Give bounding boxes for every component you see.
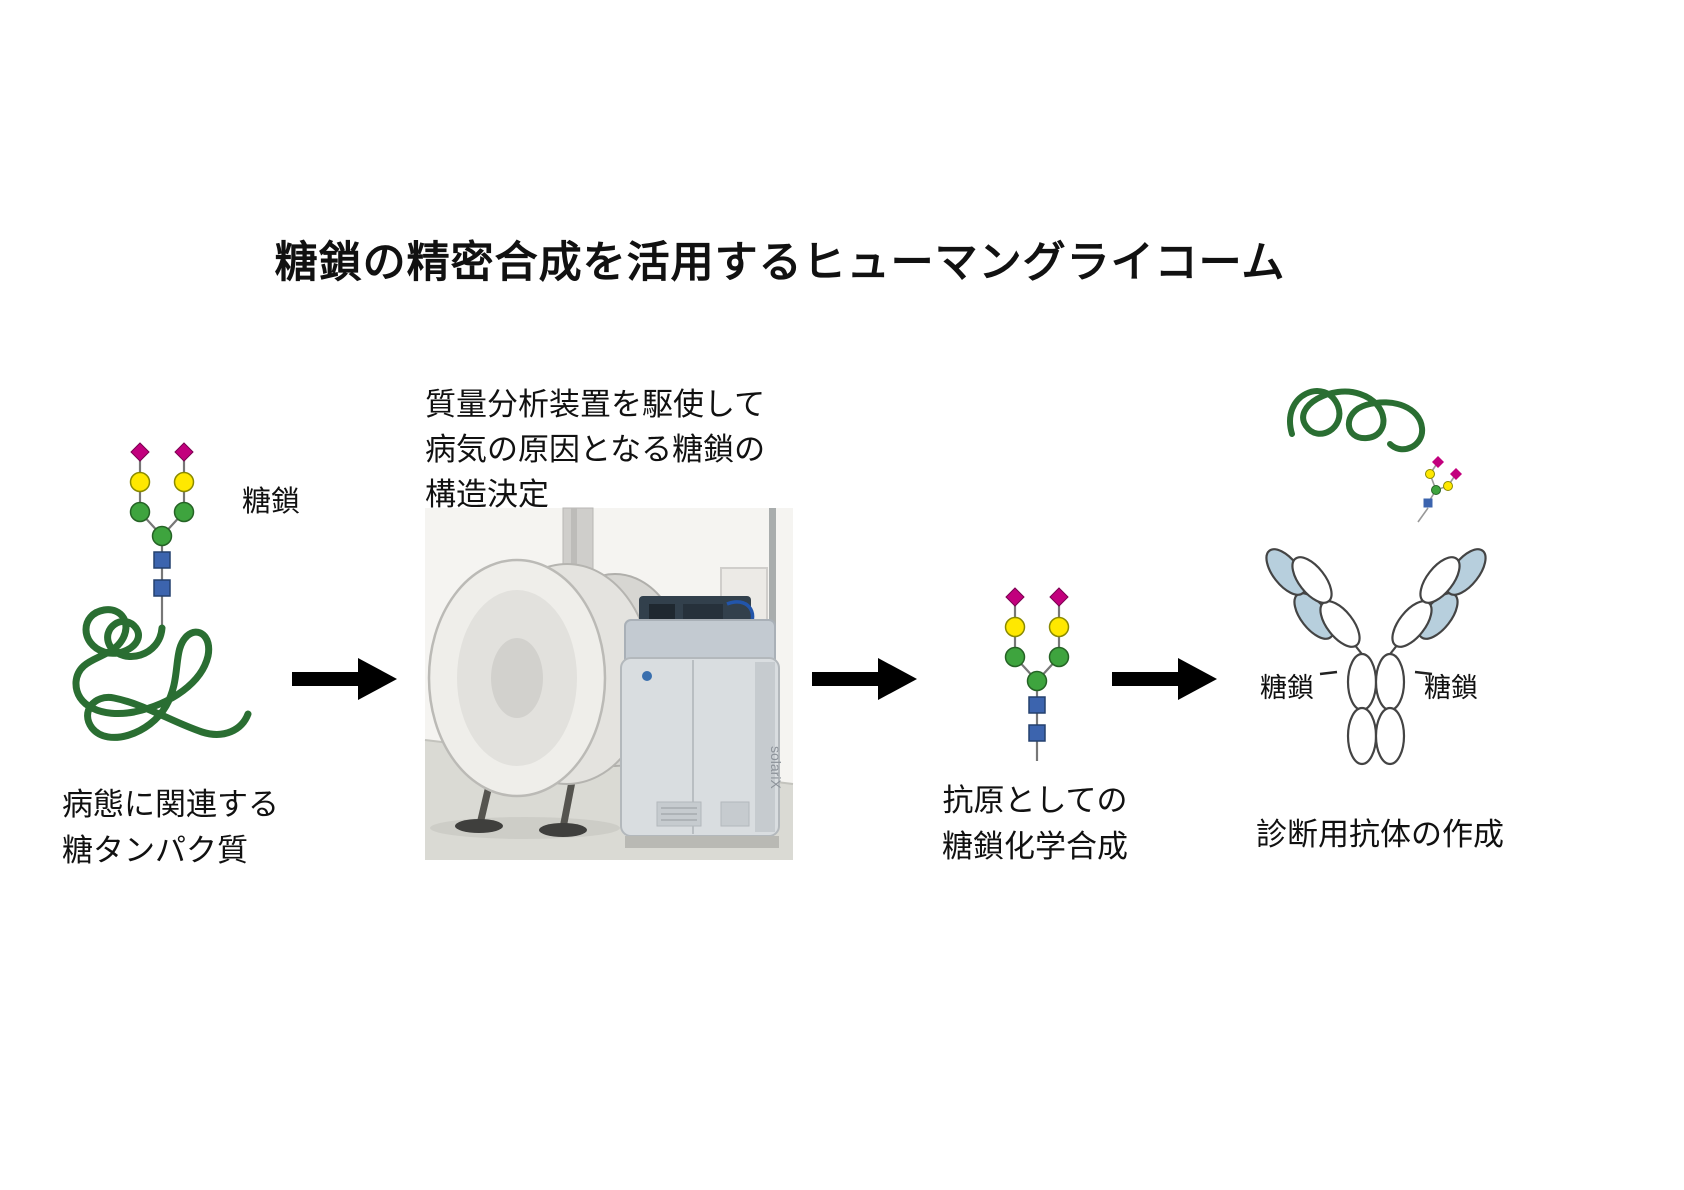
protein-squiggle-icon — [1287, 388, 1426, 453]
sialic-acid-icon — [1049, 587, 1069, 607]
mannose-icon — [151, 525, 173, 547]
glcnac-icon — [1028, 696, 1046, 714]
step2-caption-line2: 病気の原因となる糖鎖の — [425, 432, 766, 467]
galactose-icon — [1048, 616, 1070, 638]
mini-glycan-icon — [1417, 456, 1462, 523]
mannose-icon — [1004, 646, 1026, 668]
step1-caption-line1: 病態に関連する — [62, 787, 279, 822]
galactose-icon — [1004, 616, 1026, 638]
glycan-icon — [1004, 587, 1070, 761]
antibody-glycan-label-left: 糖鎖 — [1260, 673, 1314, 703]
mass-spectrometer-photo: solariX — [424, 507, 794, 860]
step2-caption-line1: 質量分析装置を駆使して — [425, 387, 766, 422]
step2-caption: 質量分析装置を駆使して 病気の原因となる糖鎖の 構造決定 — [425, 382, 765, 517]
glcnac-icon — [1423, 498, 1433, 508]
mannose-icon — [129, 501, 151, 523]
mannose-icon — [1431, 485, 1441, 495]
step1-caption-line2: 糖タンパク質 — [62, 833, 248, 868]
step3-caption-line2: 糖鎖化学合成 — [942, 829, 1128, 864]
synthetic-glycan-figure — [1004, 587, 1070, 761]
step4-caption: 診断用抗体の作成 — [1256, 817, 1504, 852]
step2-caption-line3: 構造決定 — [425, 477, 549, 512]
arrow-right-icon — [292, 658, 397, 700]
protein-squiggle-icon — [72, 606, 252, 741]
mannose-icon — [1048, 646, 1070, 668]
glcnac-icon — [153, 579, 171, 597]
arrow-right-icon — [1112, 658, 1217, 700]
arrow-right-icon — [812, 658, 917, 700]
step1-caption: 病態に関連する 糖タンパク質 — [62, 782, 279, 874]
glcnac-icon — [1028, 724, 1046, 742]
antibody-glycan-label-right: 糖鎖 — [1424, 673, 1478, 703]
mannose-icon — [1026, 670, 1048, 692]
device-brand-label: solariX — [768, 746, 784, 789]
step3-caption-line1: 抗原としての — [942, 783, 1128, 818]
sialic-acid-icon — [1005, 587, 1025, 607]
galactose-icon — [1443, 481, 1453, 491]
step3-caption: 抗原としての 糖鎖化学合成 — [925, 778, 1145, 870]
sialic-acid-icon — [174, 442, 194, 462]
glycan-label: 糖鎖 — [242, 486, 301, 518]
galactose-icon — [173, 471, 195, 493]
galactose-icon — [129, 471, 151, 493]
antibody-figure — [1265, 388, 1487, 766]
glycoprotein-figure — [72, 442, 252, 741]
glcnac-icon — [153, 551, 171, 569]
glycan-icon — [129, 442, 195, 630]
mannose-icon — [173, 501, 195, 523]
antibody-icon — [1265, 548, 1487, 766]
sialic-acid-icon — [130, 442, 150, 462]
galactose-icon — [1425, 469, 1435, 479]
page-title: 糖鎖の精密合成を活用するヒューマングライコーム — [274, 239, 1286, 287]
sialic-acid-icon — [1432, 456, 1444, 468]
console-icon: solariX — [620, 596, 784, 848]
sialic-acid-icon — [1450, 468, 1462, 480]
